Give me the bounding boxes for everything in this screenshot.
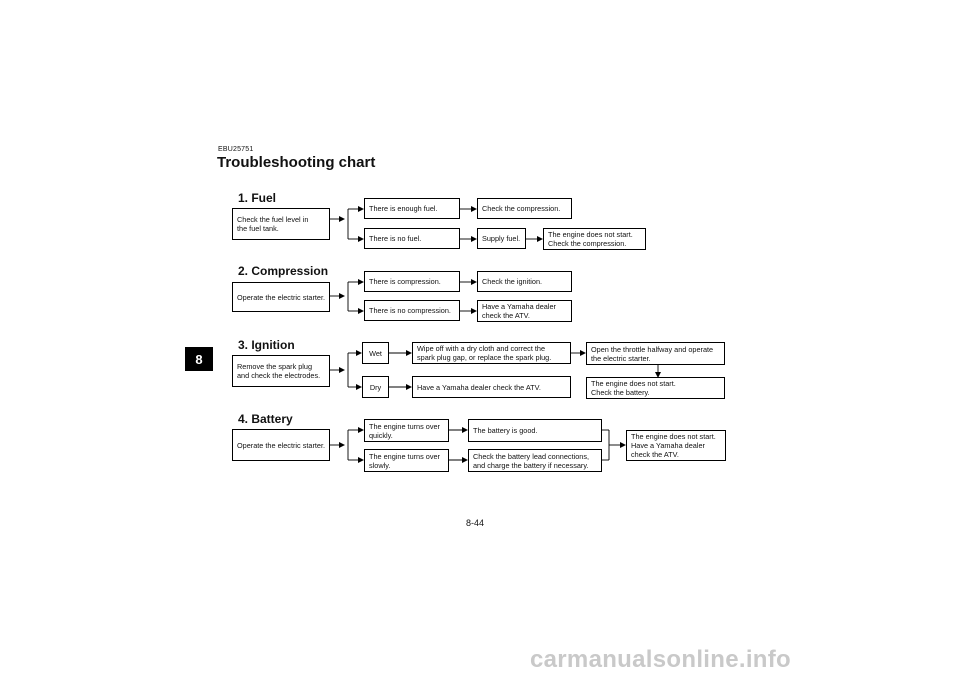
fuel-none-box: There is no fuel. xyxy=(364,228,460,249)
ignition-wet-text: Wet xyxy=(369,348,382,358)
fuel-supply-text: Supply fuel. xyxy=(482,234,521,243)
battery-charge-box: Check the battery lead connections, and … xyxy=(468,449,602,472)
section-heading-battery: 4. Battery xyxy=(238,412,293,426)
ignition-start-box: Remove the spark plug and check the elec… xyxy=(232,355,330,387)
battery-quick-box: The engine turns over quickly. xyxy=(364,419,449,442)
fuel-none-text: There is no fuel. xyxy=(369,234,422,243)
ignition-wipe-text: Wipe off with a dry cloth and correct th… xyxy=(417,344,552,362)
fuel-enough-box: There is enough fuel. xyxy=(364,198,460,219)
ignition-dealer-text: Have a Yamaha dealer check the ATV. xyxy=(417,382,541,392)
page-title: Troubleshooting chart xyxy=(217,154,376,171)
battery-start-box: Operate the electric starter. xyxy=(232,429,330,461)
battery-charge-text: Check the battery lead connections, and … xyxy=(473,451,590,470)
watermark: carmanualsonline.info xyxy=(530,646,792,673)
compression-yes-text: There is compression. xyxy=(369,277,441,286)
battery-not-start-box: The engine does not start. Have a Yamaha… xyxy=(626,430,726,461)
ignition-wet-box: Wet xyxy=(362,342,389,364)
section-heading-compression: 2. Compression xyxy=(238,264,329,278)
section-heading-fuel: 1. Fuel xyxy=(238,191,277,205)
section-heading-ignition: 3. Ignition xyxy=(238,338,295,352)
battery-quick-text: The engine turns over quickly. xyxy=(369,421,440,440)
ignition-dry-text: Dry xyxy=(369,382,382,392)
battery-not-start-text: The engine does not start. Have a Yamaha… xyxy=(631,432,716,459)
ignition-start-text: Remove the spark plug and check the elec… xyxy=(237,362,321,380)
compression-yes-box: There is compression. xyxy=(364,271,460,292)
battery-good-text: The battery is good. xyxy=(473,426,538,435)
compression-check-ignition-box: Check the ignition. xyxy=(477,271,572,292)
compression-start-box: Operate the electric starter. xyxy=(232,282,330,312)
ignition-throttle-text: Open the throttle halfway and operate th… xyxy=(591,344,714,363)
fuel-start-box: Check the fuel level in the fuel tank. xyxy=(232,208,330,240)
fuel-check-compression-text: Check the compression. xyxy=(482,204,561,213)
battery-slow-box: The engine turns over slowly. xyxy=(364,449,449,472)
document-code: EBU25751 xyxy=(218,146,254,153)
chapter-tab: 8 xyxy=(185,347,213,371)
fuel-supply-box: Supply fuel. xyxy=(477,228,526,249)
page-number: 8-44 xyxy=(466,518,485,528)
compression-no-text: There is no compression. xyxy=(369,306,451,315)
ignition-not-start-box: The engine does not start. Check the bat… xyxy=(586,377,725,399)
battery-slow-text: The engine turns over slowly. xyxy=(369,451,440,470)
ignition-wipe-box: Wipe off with a dry cloth and correct th… xyxy=(412,342,571,364)
compression-start-text: Operate the electric starter. xyxy=(237,292,326,302)
fuel-check-compression-box: Check the compression. xyxy=(477,198,572,219)
fuel-enough-text: There is enough fuel. xyxy=(369,204,438,213)
fuel-not-start-text: The engine does not start. Check the com… xyxy=(548,230,633,248)
compression-no-box: There is no compression. xyxy=(364,300,460,321)
battery-start-text: Operate the electric starter. xyxy=(237,440,326,450)
compression-dealer-box: Have a Yamaha dealer check the ATV. xyxy=(477,300,572,322)
ignition-not-start-text: The engine does not start. Check the bat… xyxy=(591,379,676,397)
ignition-dry-box: Dry xyxy=(362,376,389,398)
fuel-start-text: Check the fuel level in the fuel tank. xyxy=(237,215,309,233)
ignition-throttle-box: Open the throttle halfway and operate th… xyxy=(586,342,725,365)
ignition-dealer-box: Have a Yamaha dealer check the ATV. xyxy=(412,376,571,398)
fuel-not-start-box: The engine does not start. Check the com… xyxy=(543,228,646,250)
battery-good-box: The battery is good. xyxy=(468,419,602,442)
compression-dealer-text: Have a Yamaha dealer check the ATV. xyxy=(482,302,556,320)
compression-check-ignition-text: Check the ignition. xyxy=(482,277,543,286)
